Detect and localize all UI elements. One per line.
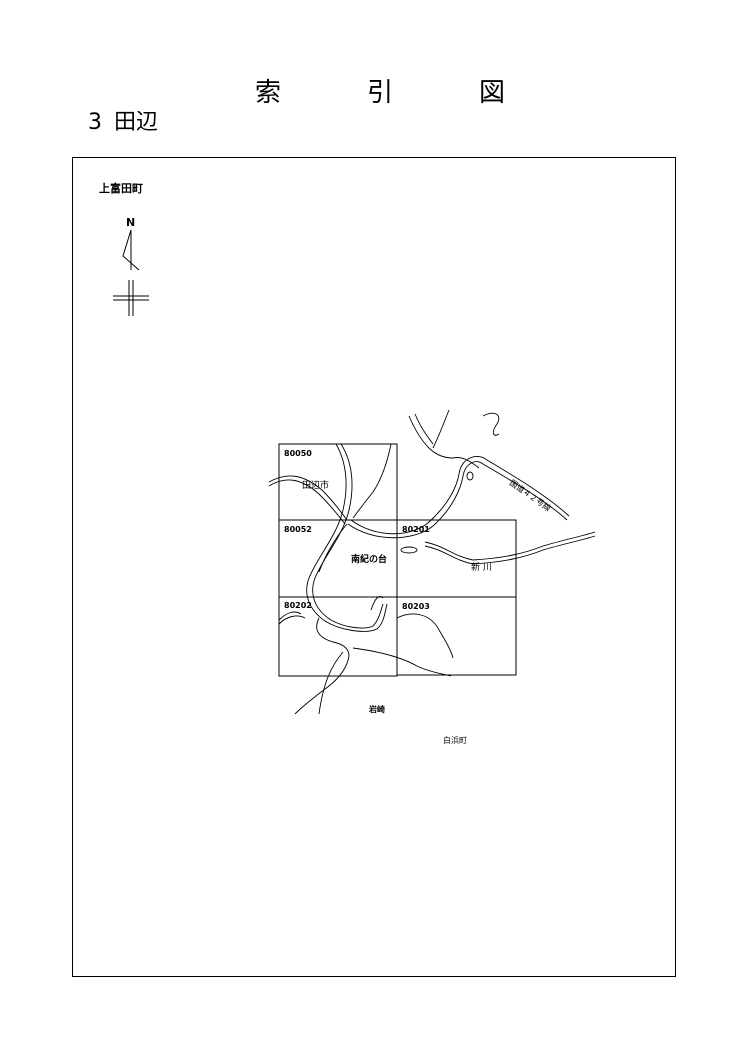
sheet-grid bbox=[278, 443, 517, 677]
label-kamitonda: 上富田町 bbox=[99, 181, 143, 195]
section-heading: 3 田辺 bbox=[88, 104, 158, 136]
sheet-80203-cell bbox=[396, 596, 517, 676]
sheet-label-80202: 80202 bbox=[284, 601, 312, 610]
title-char-1: 索 bbox=[255, 78, 282, 108]
label-iwasaki: 岩崎 bbox=[368, 704, 385, 714]
sheet-label-80201: 80201 bbox=[402, 525, 430, 534]
index-map: 上富田町 N bbox=[99, 181, 596, 745]
north-label: N bbox=[126, 216, 135, 229]
page-title: 索 引 図 bbox=[255, 72, 505, 109]
title-char-2: 引 bbox=[366, 78, 393, 108]
label-shinkawa: 新 川 bbox=[471, 561, 492, 573]
label-nankinodai: 南紀の台 bbox=[351, 553, 387, 565]
label-shirahama: 白浜町 bbox=[443, 735, 467, 745]
north-arrow-icon: N bbox=[113, 216, 149, 316]
sheet-labels: 80050 80052 80201 80202 80203 bbox=[284, 449, 430, 611]
section-number: 3 bbox=[88, 110, 102, 135]
label-route42: 国道４２号線 bbox=[508, 477, 553, 513]
index-map-frame: 上富田町 N bbox=[72, 157, 676, 977]
sheet-label-80203: 80203 bbox=[402, 602, 430, 611]
section-name: 田辺 bbox=[114, 110, 159, 135]
map-lines bbox=[268, 409, 596, 715]
sheet-label-80052: 80052 bbox=[284, 525, 312, 534]
sheet-label-80050: 80050 bbox=[284, 449, 312, 458]
label-tanabe-city: 田辺市 bbox=[302, 479, 329, 491]
title-char-3: 図 bbox=[478, 78, 505, 108]
